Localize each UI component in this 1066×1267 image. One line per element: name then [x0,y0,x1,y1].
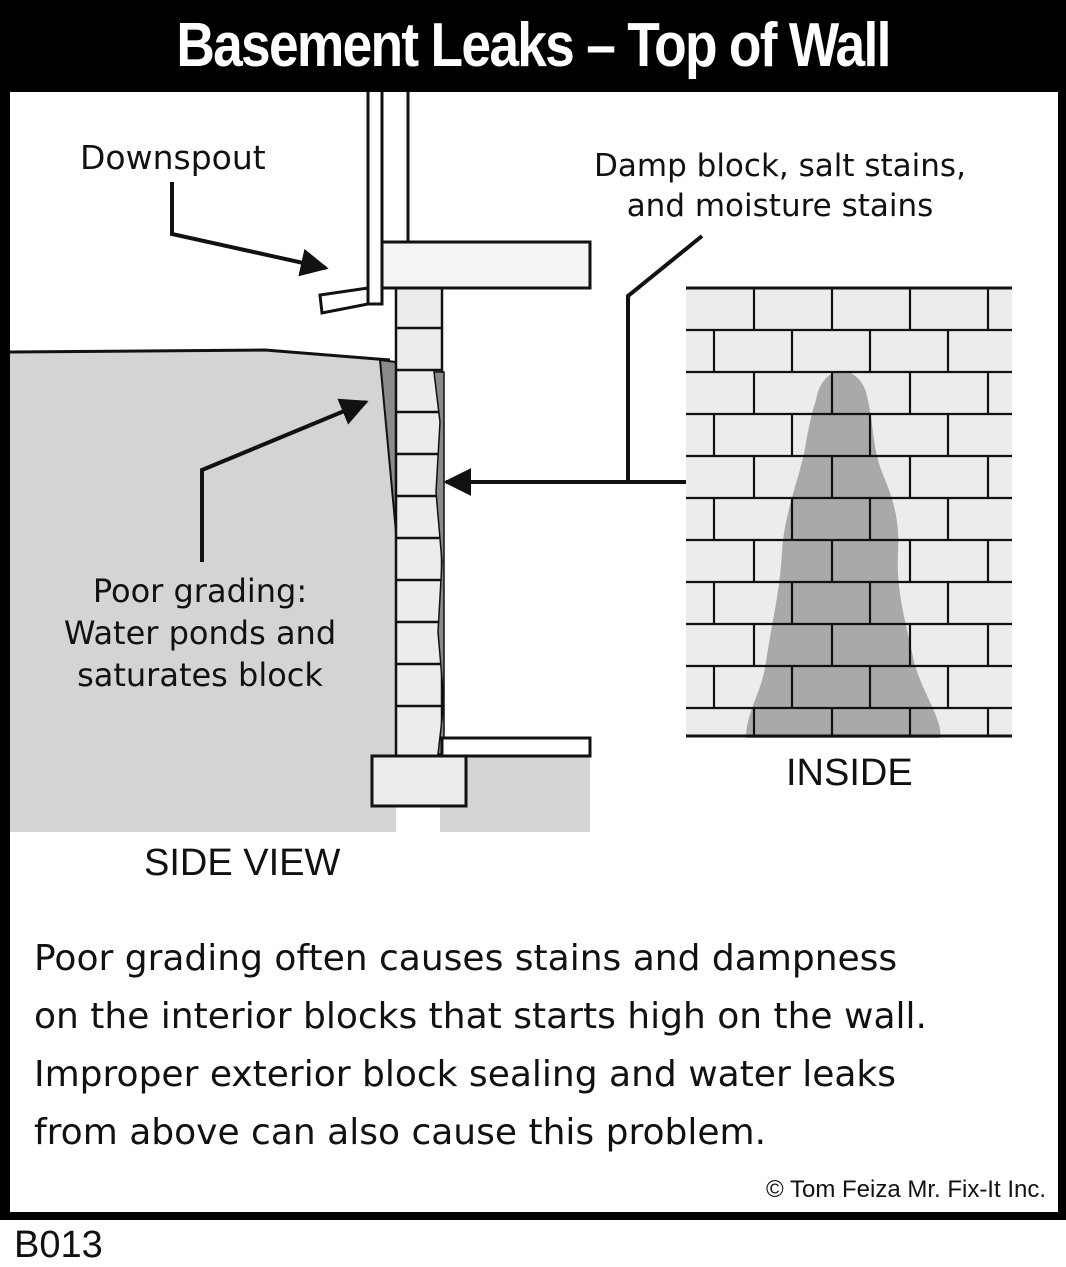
illustration-panel: Downspout Damp block, salt stains, and m… [10,92,1058,1212]
label-damp-line2: and moisture stains [626,188,934,224]
grade-line [10,348,391,362]
label-grading-line3: saturates block [77,656,323,694]
sill-plate [380,240,592,290]
interior-damp-edge [433,371,445,755]
label-damp-line1: Damp block, salt stains, [594,148,966,184]
moisture-stain [746,371,941,738]
caption-line1: Poor grading often causes stains and dam… [34,938,898,979]
label-damp-block: Damp block, salt stains, and moisture st… [570,146,990,226]
damp-pointer-stem [626,234,704,482]
diagram-drawing [10,92,1012,832]
downspout-pipe [318,92,410,315]
copyright-notice: © Tom Feiza Mr. Fix-It Inc. [766,1176,1046,1203]
label-grading-line1: Poor grading: [92,572,308,610]
grading-pointer [200,398,369,562]
block-wall-side [394,286,444,758]
frame-border: Basement Leaks – Top of Wall [0,0,1066,1220]
downspout-pointer [170,182,329,277]
caption-line2: on the interior blocks that starts high … [34,996,927,1037]
label-poor-grading: Poor grading: Water ponds and saturates … [50,570,350,696]
label-grading-line2: Water ponds and [63,614,337,652]
soil-floor [440,752,590,832]
page-title: Basement Leaks – Top of Wall [176,11,891,80]
soil-grade [10,350,590,832]
label-downspout: Downspout [80,138,266,177]
floor-slab [440,736,592,758]
footing [370,754,468,808]
inside-block-wall [686,286,1012,738]
label-side-view: SIDE VIEW [144,842,341,884]
figure-code: B013 [14,1224,103,1266]
label-inside: INSIDE [786,752,913,794]
caption-text: Poor grading often causes stains and dam… [34,930,1054,1162]
caption-line3: Improper exterior block sealing and wate… [34,1054,897,1095]
caption-line4: from above can also cause this problem. [34,1112,767,1153]
